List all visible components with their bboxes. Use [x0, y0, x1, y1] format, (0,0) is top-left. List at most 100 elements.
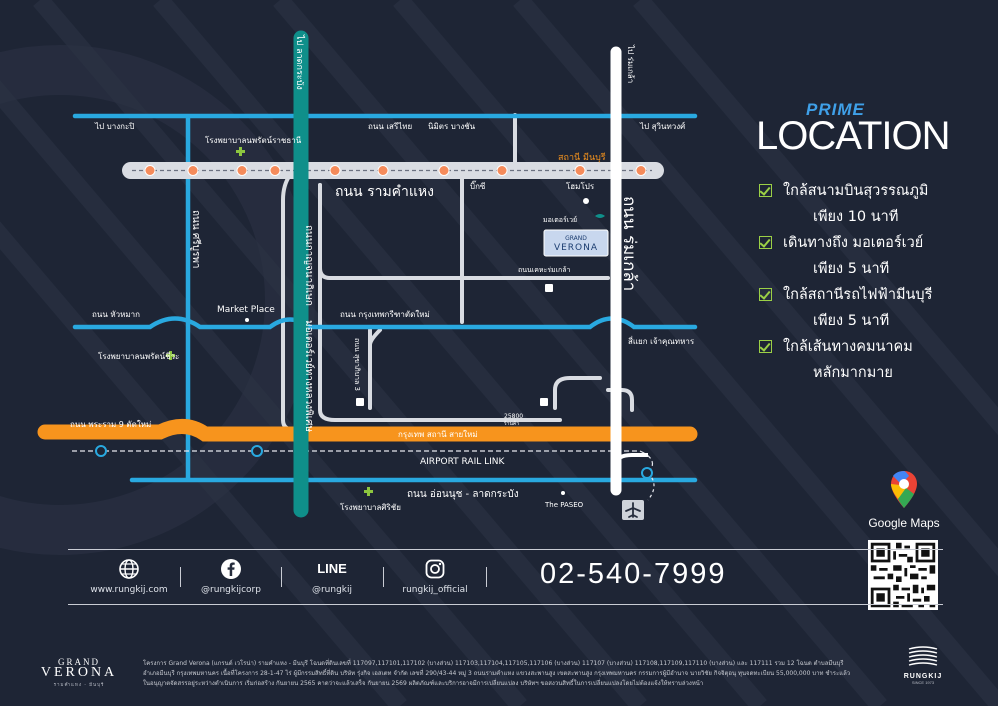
orange-line-road [37, 419, 698, 442]
paseo-dot [561, 491, 565, 495]
logo-verona: VERONA [40, 665, 118, 680]
label-shop: ร้านค้า [504, 420, 520, 427]
station-dot [144, 165, 156, 176]
label-paseo: The PASEO [544, 501, 584, 509]
grand-verona-sign: GRAND VERONA [543, 229, 609, 257]
checkbox-icon [759, 184, 772, 197]
hospital-icon [166, 351, 175, 360]
label-road-huamark: ถนน หัวหมาก [92, 310, 140, 319]
verona-pin-icon [583, 198, 589, 204]
line-text: @rungkij [311, 585, 353, 595]
instagram-icon [425, 559, 445, 579]
label-to-suwinthawong: ไป สุวินทวงศ์ [639, 121, 685, 131]
label-nimit-bangchan: นิมิตร บางชัน [428, 122, 476, 131]
motorway-sign-icon [356, 398, 364, 406]
label-hospital-noppharat: โรงพยาบาลนพรัตน์ราชธานี [205, 135, 302, 145]
instagram-contact[interactable]: rungkij_official [397, 558, 473, 595]
label-orange-line: กรุงเทพ สถานี สายใหม่ [398, 430, 478, 439]
label-zone: 25800 [504, 413, 523, 420]
label-hospital-srivichai: โรงพยาบาลศิริชัย [340, 502, 401, 512]
rungkij-logo: RUNGKIJ SINCE 1973 [893, 645, 953, 685]
facebook-contact[interactable]: @rungkijcorp [196, 558, 266, 595]
ramkhamhaeng-road [122, 162, 664, 179]
label-road-sri-burapha: ถนน ศรีบูรพา [190, 210, 202, 269]
benefit-item: ใกล้เส้นทางคมนาคมหลักมากมาย [757, 334, 967, 386]
divider-top [68, 549, 943, 550]
label-road-motorway: มอเตอร์เวย์ทางหลวงพิเศษ [303, 320, 315, 432]
leaf-icon [595, 214, 605, 218]
airport-icon [622, 500, 644, 520]
airport-rail-link [72, 445, 655, 501]
logo-grand: GRAND [57, 657, 100, 667]
line-contact[interactable]: LINE @rungkij [298, 558, 366, 595]
separator [383, 567, 384, 587]
logo-sub: รามคำแหง - มีนบุรี [53, 682, 105, 687]
label-road-krungthep-kritha: ถนน กรุงเทพกรีฑาตัดใหม่ [340, 310, 430, 319]
rail-station-dot [251, 445, 263, 457]
checkbox-icon [759, 236, 772, 249]
rail-station-dot [95, 445, 107, 457]
website-contact[interactable]: www.rungkij.com [85, 558, 173, 595]
station-dot [236, 165, 248, 176]
rail-station-dot [641, 467, 653, 479]
station-dot [635, 165, 647, 176]
label-station-minburi: สถานี มีนบุรี [558, 152, 606, 163]
label-to-lamlukka: ไป ลาดกระบัง [294, 34, 305, 90]
label-sukhumvit-road: ถนน สุขาภิบาล 3 [353, 338, 361, 391]
website-text: www.rungkij.com [90, 585, 168, 595]
label-road-onnut: ถนน อ่อนนุช - ลาดกระบัง [407, 489, 519, 500]
label-airport-rail-link: AIRPORT RAIL LINK [420, 457, 506, 467]
station-dot [269, 165, 281, 176]
label-to-bangkapi: ไป บางกะปิ [94, 122, 134, 131]
label-road-kheha: ถนนเคหะร่มเกล้า [518, 266, 571, 274]
google-maps-pin-icon [891, 471, 917, 508]
hospital-icons [166, 147, 373, 496]
hospital-icon [364, 487, 373, 496]
label-motorway: มอเตอร์เวย์ [543, 216, 577, 224]
globe-icon [119, 559, 139, 579]
rungkij-emblem-icon [908, 646, 938, 666]
label-to-romklao: ไป ร่มเกล้า [626, 44, 635, 83]
checkbox-icon [759, 288, 772, 301]
divider-bottom [68, 604, 943, 605]
qr-code[interactable] [868, 540, 938, 610]
separator [486, 567, 487, 587]
benefit-item: เดินทางถึง มอเตอร์เวย์เพียง 5 นาที [757, 230, 967, 282]
rungkij-name: RUNGKIJ [903, 673, 943, 680]
separator [180, 567, 181, 587]
poi-markers [245, 198, 605, 495]
label-bigc: บิ๊กซี [470, 180, 486, 191]
grand-verona-logo: GRAND VERONA รามคำแหง - มีนบุรี [38, 657, 120, 688]
brand-prime: PRIME [806, 100, 865, 119]
facebook-text: @rungkijcorp [201, 585, 261, 595]
market-place-dot [245, 318, 249, 322]
checkbox-icon [759, 340, 772, 353]
label-to-jaokhun: สี่แยก เจ้าคุณทหาร [628, 335, 695, 346]
phone-number[interactable]: 02-540-7999 [540, 558, 727, 590]
motorway-sign-icon [545, 284, 553, 292]
verona-sign-main: VERONA [554, 243, 598, 253]
brand-location: LOCATION [756, 114, 951, 158]
benefit-list: ใกล้สนามบินสุวรรณภูมิเพียง 10 นาที เดินท… [757, 178, 967, 386]
label-road-ramkhamhaeng: ถนน รามคำแหง [335, 184, 434, 200]
label-road-rama9: ถนน พระราม 9 ตัดใหม่ [70, 420, 151, 429]
separator [281, 567, 282, 587]
motorway-sign-icon [540, 398, 548, 406]
prime-location-logo: PRIME LOCATION [756, 100, 951, 160]
station-dot [438, 165, 450, 176]
hospital-icon [236, 147, 245, 156]
label-road-seri: ถนน เสรีไทย [368, 122, 412, 131]
label-market-place: Market Place [217, 305, 275, 315]
legal-disclaimer: โครงการ Grand Verona (แกรนด์ เวโรน่า) รา… [143, 660, 851, 687]
facebook-icon [221, 559, 241, 579]
line-icon: LINE [317, 561, 347, 576]
google-maps-link[interactable]: Google Maps [862, 470, 946, 530]
romklao-road [610, 46, 648, 496]
station-dot [496, 165, 508, 176]
label-road-romklao: ถนน ร่มเกล้า [619, 196, 639, 291]
label-homepro: โฮมโปร [566, 181, 595, 191]
label-hospital-sikarin: โรงพยาบาลนพรัตน์ชีวะ [98, 351, 179, 361]
verona-sign-top: GRAND [565, 235, 587, 242]
station-dot [187, 165, 199, 176]
